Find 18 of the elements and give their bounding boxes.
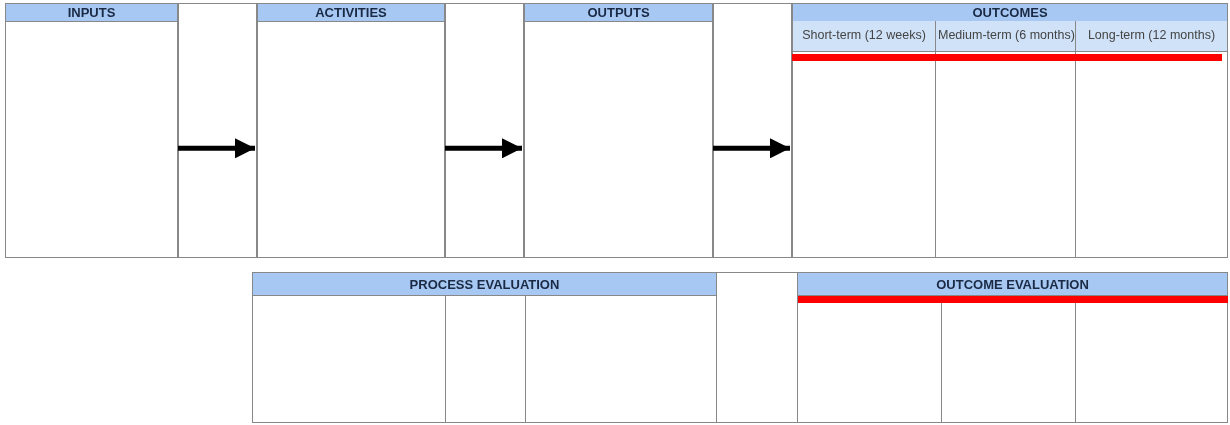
column-header: OUTCOME EVALUATION [798, 273, 1227, 296]
column-heading: Short-term (12 weeks) [793, 21, 936, 52]
column-header: ACTIVITIES [258, 4, 444, 22]
table-column [792, 3, 1228, 258]
column-header: PROCESS EVALUATION [253, 273, 716, 296]
column-header: OUTPUTS [525, 4, 712, 22]
column-header: OUTCOMES [793, 4, 1227, 22]
arrow [713, 138, 790, 159]
table-column [257, 3, 445, 258]
table-column [252, 272, 717, 423]
arrow [445, 138, 522, 159]
column-heading: Long-term (12 months) [1076, 21, 1227, 52]
table-column [797, 272, 1228, 423]
table-column [5, 3, 178, 258]
table-column [524, 3, 713, 258]
column-heading: Medium-term (6 months) [936, 21, 1076, 52]
column-header: INPUTS [6, 4, 177, 22]
arrow [178, 138, 255, 159]
